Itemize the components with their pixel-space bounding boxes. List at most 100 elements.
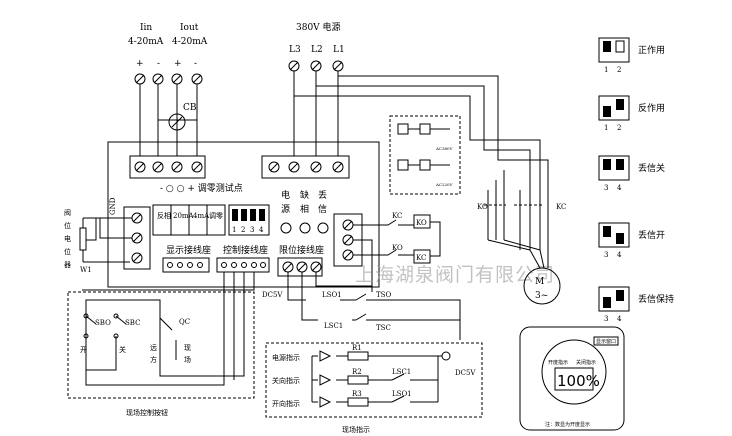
display-terminal-block [162, 257, 210, 273]
l3-label: L3 [289, 45, 301, 55]
input-terminals [134, 73, 203, 156]
indicator-box [265, 342, 483, 418]
loss-status-bottom: 信 [318, 203, 327, 215]
dip2-n1: 1 [604, 124, 608, 132]
tso-switch-label: TSO [376, 291, 391, 299]
control-terminal-label: 控制接线座 [223, 244, 268, 256]
loss-status-top: 丢 [318, 189, 327, 201]
ko-contact-label: KO [392, 244, 403, 252]
dip2-label: 反作用 [638, 102, 665, 114]
qc-selector-label: QC [179, 318, 190, 326]
power-terminal-block [261, 155, 350, 179]
pot-label-3: 电 [64, 234, 71, 243]
dip1-n2: 2 [617, 66, 621, 74]
input-terminal-block [129, 155, 206, 179]
pot-label-1: 阀 [64, 208, 71, 217]
field-control-wiring [82, 272, 255, 386]
phase-status-bottom: 相 [300, 203, 309, 215]
pot-label-5: 器 [64, 261, 71, 269]
close-indicator-label: 关向指示 [272, 376, 300, 385]
l1-label: L1 [333, 45, 345, 55]
lsc1-indicator-label: LSC1 [392, 368, 411, 376]
field-control-title: 现场控制按钮 [126, 408, 168, 417]
lso1-indicator-label: LSO1 [392, 390, 412, 398]
open-indicator-label: 开向指示 [272, 399, 300, 408]
remote-label-1: 远 [150, 344, 157, 352]
close-button-label: 关 [119, 345, 126, 354]
dip5-label: 丢信保持 [638, 293, 674, 305]
phase-status-top: 缺 [300, 189, 309, 201]
motor-3-label: 3~ [535, 291, 548, 301]
motor-kc-label: KC [556, 203, 566, 211]
dip-num-3: 3 [250, 226, 254, 234]
control-terminal-block [216, 257, 270, 273]
display-header: 显示窗口 [596, 338, 616, 345]
iout-plus: + [174, 59, 182, 69]
contactor-switches [484, 170, 549, 269]
ko-coil-label: KO [416, 219, 427, 227]
dip-num-1: 1 [232, 226, 236, 234]
kc-coil-label: KC [416, 254, 426, 262]
relay-schematic-box [389, 115, 461, 195]
r1-label: R1 [352, 344, 362, 352]
dc5v-control-label: DC5V [262, 291, 283, 299]
gnd-label: GND [109, 197, 117, 215]
dip1-label: 正作用 [638, 44, 665, 56]
potentiometer-icon [79, 217, 132, 263]
cb-meter-icon [168, 113, 186, 131]
dip5-n1: 3 [604, 315, 608, 323]
dip-num-4: 4 [259, 226, 264, 234]
small-rating-1: AC380V [435, 146, 453, 151]
motor-m-label: M [535, 277, 544, 287]
relay-coils [353, 214, 441, 292]
power-status-top: 电 [281, 189, 290, 201]
pot-label-2: 位 [64, 221, 71, 230]
local-label-1: 现 [184, 344, 191, 352]
sw-label-reverse: 反相 [157, 211, 171, 220]
dip4-n1: 3 [604, 251, 608, 259]
iin-label: Iin [140, 23, 152, 33]
dip3-n1: 3 [604, 184, 608, 192]
lsc1-switch-label: LSC1 [324, 322, 343, 330]
right-dip-settings [598, 37, 630, 312]
cb-label: CB [183, 103, 197, 113]
power-status-bottom: 源 [281, 204, 290, 215]
open-button-label: 开 [80, 346, 87, 354]
l2-label: L2 [311, 45, 323, 55]
display-note: 注：数显为开度显示 [545, 421, 590, 428]
small-rating-2: AC220V [435, 182, 453, 187]
local-label-2: 场 [184, 355, 191, 364]
limit-terminal-block [277, 257, 323, 277]
iout-label: Iout [180, 23, 199, 33]
setting-switch-row [152, 204, 226, 236]
iin-plus: + [136, 59, 144, 69]
limit-terminal-label: 限位接线座 [279, 244, 324, 256]
display-terminal-label: 显示接线座 [166, 244, 211, 256]
iin-range-label: 4-20mA [128, 37, 164, 47]
zero-test-label: - ○ ○ + 调零测试点 [160, 182, 243, 194]
indicator-title: 现场指示 [342, 425, 370, 434]
dip5-n2: 4 [617, 315, 622, 323]
r2-label: R2 [352, 368, 362, 376]
pot-label-4: 位 [64, 247, 71, 256]
power-indicator-label: 电源指示 [272, 353, 300, 362]
kc-contact-label: KC [392, 212, 402, 220]
display-value: 100% [557, 372, 600, 390]
iout-range-label: 4-20mA [172, 37, 208, 47]
sbo-button-label: SBO [95, 319, 111, 327]
field-control-box [67, 291, 255, 399]
tsc-switch-label: TSC [376, 324, 391, 332]
dip2-n2: 2 [617, 124, 621, 132]
sbc-button-label: SBC [125, 319, 140, 327]
dip-num-2: 2 [241, 226, 245, 234]
indicator-wiring [311, 350, 451, 408]
dip4-n2: 4 [617, 251, 622, 259]
motor-ko-label: KO [477, 203, 488, 211]
panel-dip-switch[interactable] [228, 204, 270, 236]
display-window [519, 326, 625, 431]
motor-icon [523, 267, 561, 305]
display-right-label: 关闭指示 [576, 359, 596, 366]
company-watermark: 上海湖泉阀门有限公司 [355, 264, 555, 286]
dip3-n2: 4 [617, 184, 622, 192]
